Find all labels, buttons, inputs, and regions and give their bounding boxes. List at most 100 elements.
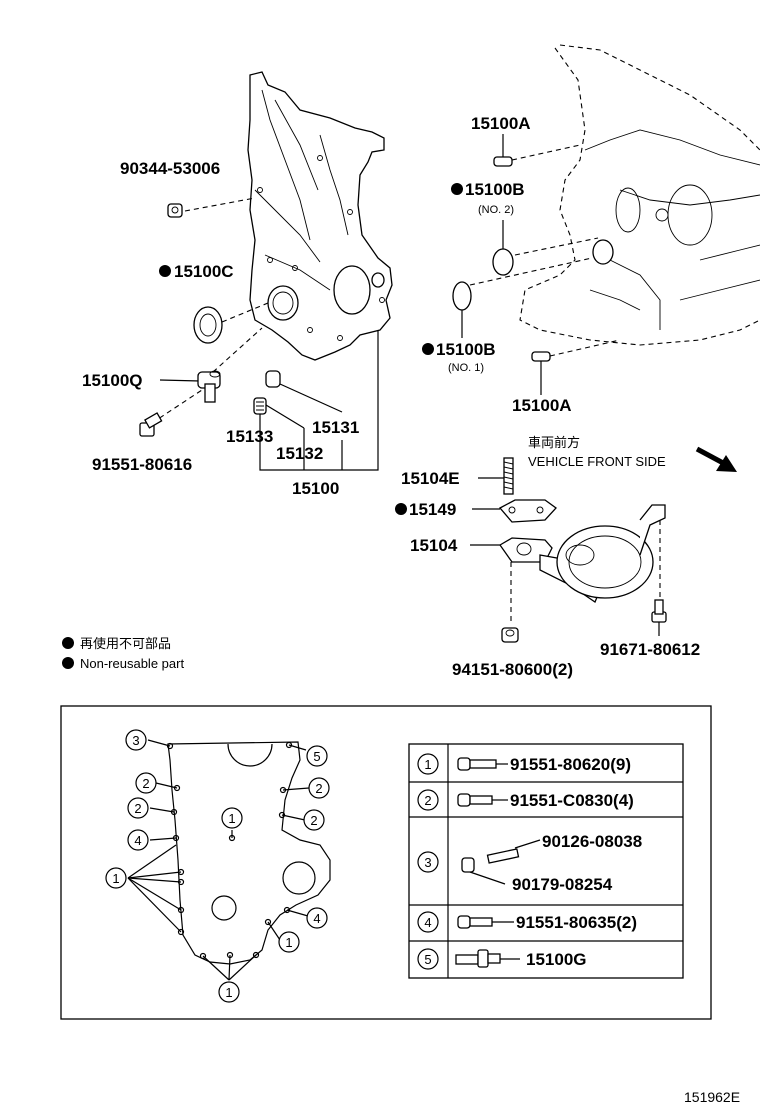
table-row: 1 91551-80620(9) bbox=[417, 753, 631, 775]
oil-seal-icon bbox=[193, 306, 223, 344]
stud-bolt-icon bbox=[455, 949, 501, 968]
label-15100B-no2: 15100B bbox=[465, 180, 525, 199]
callout-5: 5 bbox=[306, 745, 328, 767]
bolt-91671-icon bbox=[651, 599, 667, 636]
non-reusable-dot bbox=[422, 343, 434, 355]
table-row: 4 91551-80635(2) bbox=[417, 911, 637, 933]
svg-text:4: 4 bbox=[134, 833, 141, 848]
callout-2: 2 bbox=[135, 772, 157, 794]
bolt-part-number: 91551-80635(2) bbox=[516, 913, 637, 932]
non-reusable-dot bbox=[451, 183, 463, 195]
callout-1: 1 bbox=[105, 867, 127, 889]
leader-15100A-bot bbox=[549, 339, 621, 357]
bolt-part-number: 91551-C0830(4) bbox=[510, 791, 634, 810]
svg-text:5: 5 bbox=[424, 952, 431, 967]
tensioner-plunger-icon bbox=[265, 370, 343, 413]
dowel-pin-bottom-icon bbox=[531, 351, 551, 395]
flange-bolt-icon bbox=[457, 793, 493, 807]
stud-part-number: 90126-08038 bbox=[542, 832, 642, 851]
nut-90344-icon bbox=[167, 203, 183, 218]
flange-bolt-icon bbox=[457, 757, 497, 771]
legend-jp: 再使用不可部品 bbox=[80, 636, 171, 651]
o-ring-no1-icon bbox=[452, 281, 472, 338]
stud-bolt-icon bbox=[486, 848, 520, 864]
nut-part-number: 90179-08254 bbox=[512, 875, 613, 894]
label-15100B-no1: 15100B bbox=[436, 340, 496, 359]
nut-94151-icon bbox=[501, 627, 519, 643]
table-row: 3 90126-08038 90179-08254 bbox=[417, 832, 642, 894]
dowel-pin-top-icon bbox=[493, 134, 513, 167]
svg-text:1: 1 bbox=[424, 757, 431, 772]
figure-id: 151962E bbox=[684, 1089, 740, 1105]
svg-text:3: 3 bbox=[424, 855, 431, 870]
label-no1: (NO. 1) bbox=[448, 362, 484, 374]
non-reusable-dot bbox=[395, 503, 407, 515]
bolt-layout-frame bbox=[60, 705, 712, 1020]
label-15133: 15133 bbox=[226, 427, 273, 446]
callout-4: 4 bbox=[127, 829, 149, 851]
spring-icon bbox=[253, 397, 305, 429]
callout-1: 1 bbox=[218, 981, 240, 1003]
bolt-part-number: 15100G bbox=[526, 950, 587, 969]
label-15100A-top: 15100A bbox=[471, 114, 531, 133]
non-reusable-dot bbox=[159, 265, 171, 277]
bolt-80616-icon bbox=[139, 412, 163, 437]
label-15100: 15100 bbox=[292, 479, 339, 498]
label-15132: 15132 bbox=[276, 444, 323, 463]
callout-2: 2 bbox=[303, 809, 325, 831]
svg-text:2: 2 bbox=[134, 801, 141, 816]
svg-text:4: 4 bbox=[424, 915, 431, 930]
gasket-15149-icon bbox=[498, 499, 557, 523]
leader-15100B-top bbox=[514, 237, 599, 256]
legend-dot bbox=[62, 637, 74, 649]
table-row: 2 91551-C0830(4) bbox=[417, 789, 634, 811]
label-91551-80616: 91551-80616 bbox=[92, 455, 192, 474]
callout-1: 1 bbox=[278, 931, 300, 953]
label-91671-80612: 91671-80612 bbox=[600, 640, 700, 659]
label-no2: (NO. 2) bbox=[478, 204, 514, 216]
label-15149: 15149 bbox=[409, 500, 456, 519]
union-fitting-icon bbox=[159, 370, 221, 403]
label-90344-53006: 90344-53006 bbox=[120, 159, 220, 178]
leader-15100A-top bbox=[511, 144, 581, 161]
oil-strainer-icon bbox=[499, 504, 666, 603]
group-bracket-15100 bbox=[259, 330, 379, 471]
callout-4: 4 bbox=[306, 907, 328, 929]
cover-bolt-layout bbox=[166, 741, 331, 965]
vehicle-front-en: VEHICLE FRONT SIDE bbox=[528, 454, 666, 469]
stud-15104E-icon bbox=[503, 457, 514, 495]
flange-bolt-icon bbox=[457, 915, 493, 929]
callout-leaders bbox=[127, 739, 310, 981]
vehicle-front-jp: 車両前方 bbox=[528, 435, 580, 450]
label-15104E: 15104E bbox=[401, 469, 460, 488]
label-94151-80600: 94151-80600(2) bbox=[452, 660, 573, 679]
svg-text:1: 1 bbox=[112, 871, 119, 886]
svg-text:2: 2 bbox=[424, 793, 431, 808]
label-15131: 15131 bbox=[312, 418, 359, 437]
svg-text:2: 2 bbox=[310, 813, 317, 828]
leader-91551-80616 bbox=[151, 387, 206, 424]
leader-15100Q-a bbox=[212, 327, 263, 373]
front-arrow-icon bbox=[695, 446, 737, 472]
bolt-part-number: 91551-80620(9) bbox=[510, 755, 631, 774]
svg-text:2: 2 bbox=[142, 776, 149, 791]
svg-text:1: 1 bbox=[285, 935, 292, 950]
label-15100Q: 15100Q bbox=[82, 371, 143, 390]
label-15104: 15104 bbox=[410, 536, 458, 555]
timing-cover-drawing bbox=[247, 71, 393, 361]
callout-3: 3 bbox=[125, 729, 147, 751]
callout-2: 2 bbox=[127, 797, 149, 819]
legend-en: Non-reusable part bbox=[80, 656, 184, 671]
leader-15100B-bot bbox=[469, 257, 593, 286]
bolt-table bbox=[408, 743, 684, 979]
label-15100C: 15100C bbox=[174, 262, 234, 281]
callout-1: 1 bbox=[221, 807, 243, 829]
legend-dot bbox=[62, 657, 74, 669]
nut-icon bbox=[461, 857, 475, 873]
o-ring-no2-icon bbox=[492, 220, 514, 276]
table-row: 5 15100G bbox=[417, 948, 587, 970]
label-15100A-bottom: 15100A bbox=[512, 396, 572, 415]
svg-text:2: 2 bbox=[315, 781, 322, 796]
